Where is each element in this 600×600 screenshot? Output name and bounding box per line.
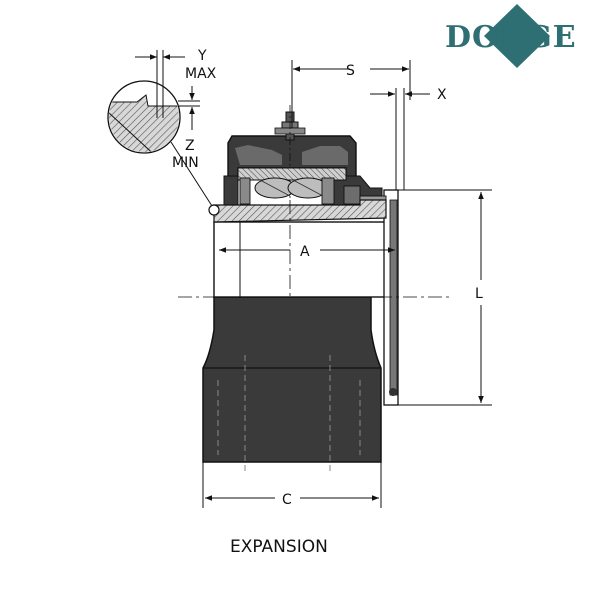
label-x: X bbox=[437, 87, 447, 103]
label-a: A bbox=[300, 244, 310, 260]
label-y-max: MAX bbox=[185, 66, 217, 82]
label-y: Y bbox=[197, 48, 207, 64]
logo-text: DODGE bbox=[445, 20, 577, 55]
label-z: Z bbox=[185, 138, 195, 154]
detail-view bbox=[107, 80, 213, 207]
dodge-logo: DODGE bbox=[445, 4, 577, 68]
logo-diamond-icon bbox=[484, 4, 550, 68]
dimensions bbox=[135, 50, 492, 508]
caption-expansion: EXPANSION bbox=[230, 537, 328, 557]
label-l: L bbox=[475, 286, 483, 302]
pedestal-base bbox=[202, 296, 382, 475]
end-cover bbox=[383, 189, 399, 406]
adapter-sleeve bbox=[208, 199, 387, 223]
label-z-min: MIN bbox=[172, 155, 199, 171]
label-s: S bbox=[346, 63, 355, 79]
label-c: C bbox=[282, 492, 292, 508]
